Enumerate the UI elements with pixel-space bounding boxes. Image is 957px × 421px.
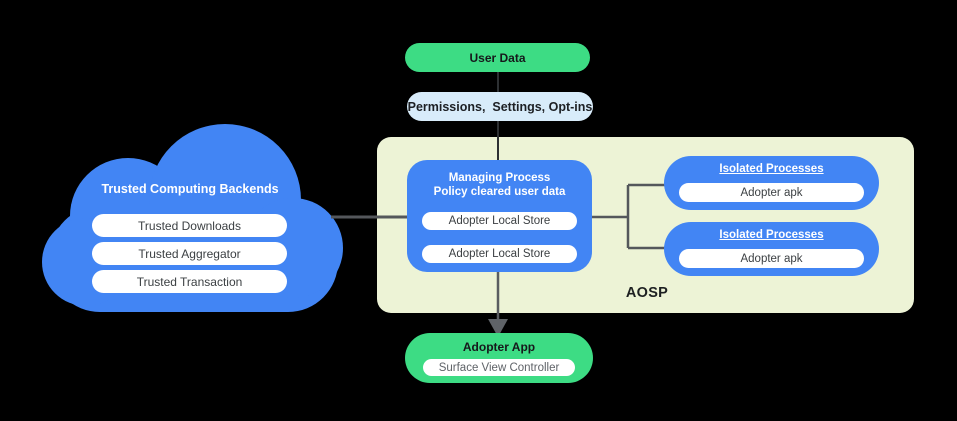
managing-process-title: Managing Process Policy cleared user dat… <box>407 160 592 199</box>
adopter-apk-pill: Adopter apk <box>679 249 864 268</box>
cloud-item-trusted-aggregator: Trusted Aggregator <box>92 242 287 265</box>
adopter-local-store-label: Adopter Local Store <box>448 215 551 227</box>
user-data-pill: User Data <box>405 43 590 72</box>
managing-process-title-line1: Managing Process <box>448 172 551 184</box>
isolated-process-box: Isolated Processes Adopter apk <box>664 222 879 276</box>
cloud-title: Trusted Computing Backends <box>101 182 279 196</box>
adopter-apk-pill: Adopter apk <box>679 183 864 202</box>
adopter-local-store-label: Adopter Local Store <box>448 248 551 260</box>
isolated-process-title: Isolated Processes <box>719 163 824 175</box>
aosp-label: AOSP <box>625 285 669 301</box>
cloud-item-trusted-downloads: Trusted Downloads <box>92 214 287 237</box>
arrow-down-icon <box>488 319 508 337</box>
surface-view-controller-pill: Surface View Controller <box>423 359 575 376</box>
adopter-apk-label: Adopter apk <box>740 252 803 265</box>
adopter-app-box: Adopter App Surface View Controller <box>405 333 593 383</box>
adopter-apk-label: Adopter apk <box>740 186 803 199</box>
connector-managing-to-isolated <box>590 183 668 250</box>
cloud-item-trusted-transaction: Trusted Transaction <box>92 270 287 293</box>
adopter-app-title: Adopter App <box>462 340 536 354</box>
managing-process-box: Managing Process Policy cleared user dat… <box>407 160 592 272</box>
cloud-item-label: Trusted Transaction <box>136 274 243 289</box>
adopter-local-store-pill: Adopter Local Store <box>422 212 577 230</box>
cloud-item-label: Trusted Aggregator <box>138 246 241 261</box>
cloud-item-label: Trusted Downloads <box>138 218 241 233</box>
isolated-process-box: Isolated Processes Adopter apk <box>664 156 879 210</box>
managing-process-title-line2: Policy cleared user data <box>433 186 566 198</box>
permissions-pill: Permissions, Settings, Opt-ins <box>407 92 593 121</box>
adopter-local-store-pill: Adopter Local Store <box>422 245 577 263</box>
user-data-label: User Data <box>469 50 526 65</box>
isolated-process-title: Isolated Processes <box>719 229 824 241</box>
surface-view-controller-label: Surface View Controller <box>438 361 560 374</box>
permissions-label: Permissions, Settings, Opt-ins <box>407 99 593 114</box>
